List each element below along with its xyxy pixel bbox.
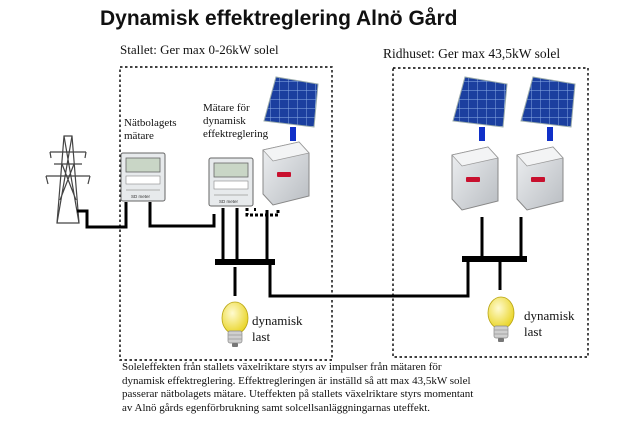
- control-signal-wire: [245, 208, 280, 217]
- ridhuset-boundary: [392, 67, 589, 358]
- inverter-icon: [262, 141, 310, 206]
- power-pylon-icon: [45, 135, 91, 224]
- load-label-line: last: [524, 324, 543, 339]
- natbolag-meter-label: Nätbolagets mätare: [124, 117, 177, 143]
- load-label-ridhuset: dynamisk last: [524, 308, 575, 340]
- ridhuset-label: Ridhuset: Ger max 43,5kW solel: [383, 46, 561, 61]
- solar-panel-icon: [520, 76, 576, 141]
- natbolag-meter-caption: SD meter: [131, 194, 151, 199]
- description-line: av Alnö gårds egenförbrukning samt solce…: [122, 401, 431, 414]
- inverter-icon: [451, 146, 499, 211]
- light-bulb-icon: [221, 301, 249, 347]
- dynamic-meter-icon: [208, 157, 254, 207]
- natbolag-meter-label-line: Nätbolagets: [124, 117, 177, 129]
- load-label-line: last: [252, 329, 271, 344]
- wiring: [77, 202, 523, 298]
- dynamic-meter-label-line: effektreglering: [203, 128, 269, 140]
- page-title: Dynamisk effektreglering Alnö Gård: [100, 7, 458, 30]
- stallet-boundary: [119, 66, 333, 361]
- dynamic-meter-label-line: dynamisk: [203, 115, 246, 127]
- dynamic-meter-caption: SD meter: [219, 199, 239, 204]
- natbolag-meter-label-line: mätare: [124, 130, 154, 142]
- stallet-label: Stallet: Ger max 0-26kW solel: [120, 42, 279, 57]
- load-label-stallet: dynamisk last: [252, 313, 303, 345]
- light-bulb-icon: [487, 296, 515, 342]
- dynamic-meter-label: Mätare för dynamisk effektreglering: [203, 102, 268, 141]
- solar-panel-icon: [263, 76, 319, 141]
- description-text: Soleleffekten från stallets växelriktare…: [122, 361, 552, 415]
- load-label-line: dynamisk: [252, 313, 303, 328]
- natbolag-meter-icon: [120, 152, 166, 202]
- description-line: Soleleffekten från stallets växelriktare…: [122, 361, 442, 373]
- busbar-stallet: [215, 259, 275, 265]
- description-line: passerar nätbolagets mätare. Uteffekten …: [122, 388, 474, 400]
- dynamic-meter-label-line: Mätare för: [203, 102, 250, 114]
- busbar-ridhuset: [462, 256, 527, 262]
- description-line: dynamisk effektreglering. Effektreglerin…: [122, 374, 471, 387]
- inverter-icon: [516, 146, 564, 211]
- load-label-line: dynamisk: [524, 308, 575, 323]
- solar-panel-icon: [452, 76, 508, 141]
